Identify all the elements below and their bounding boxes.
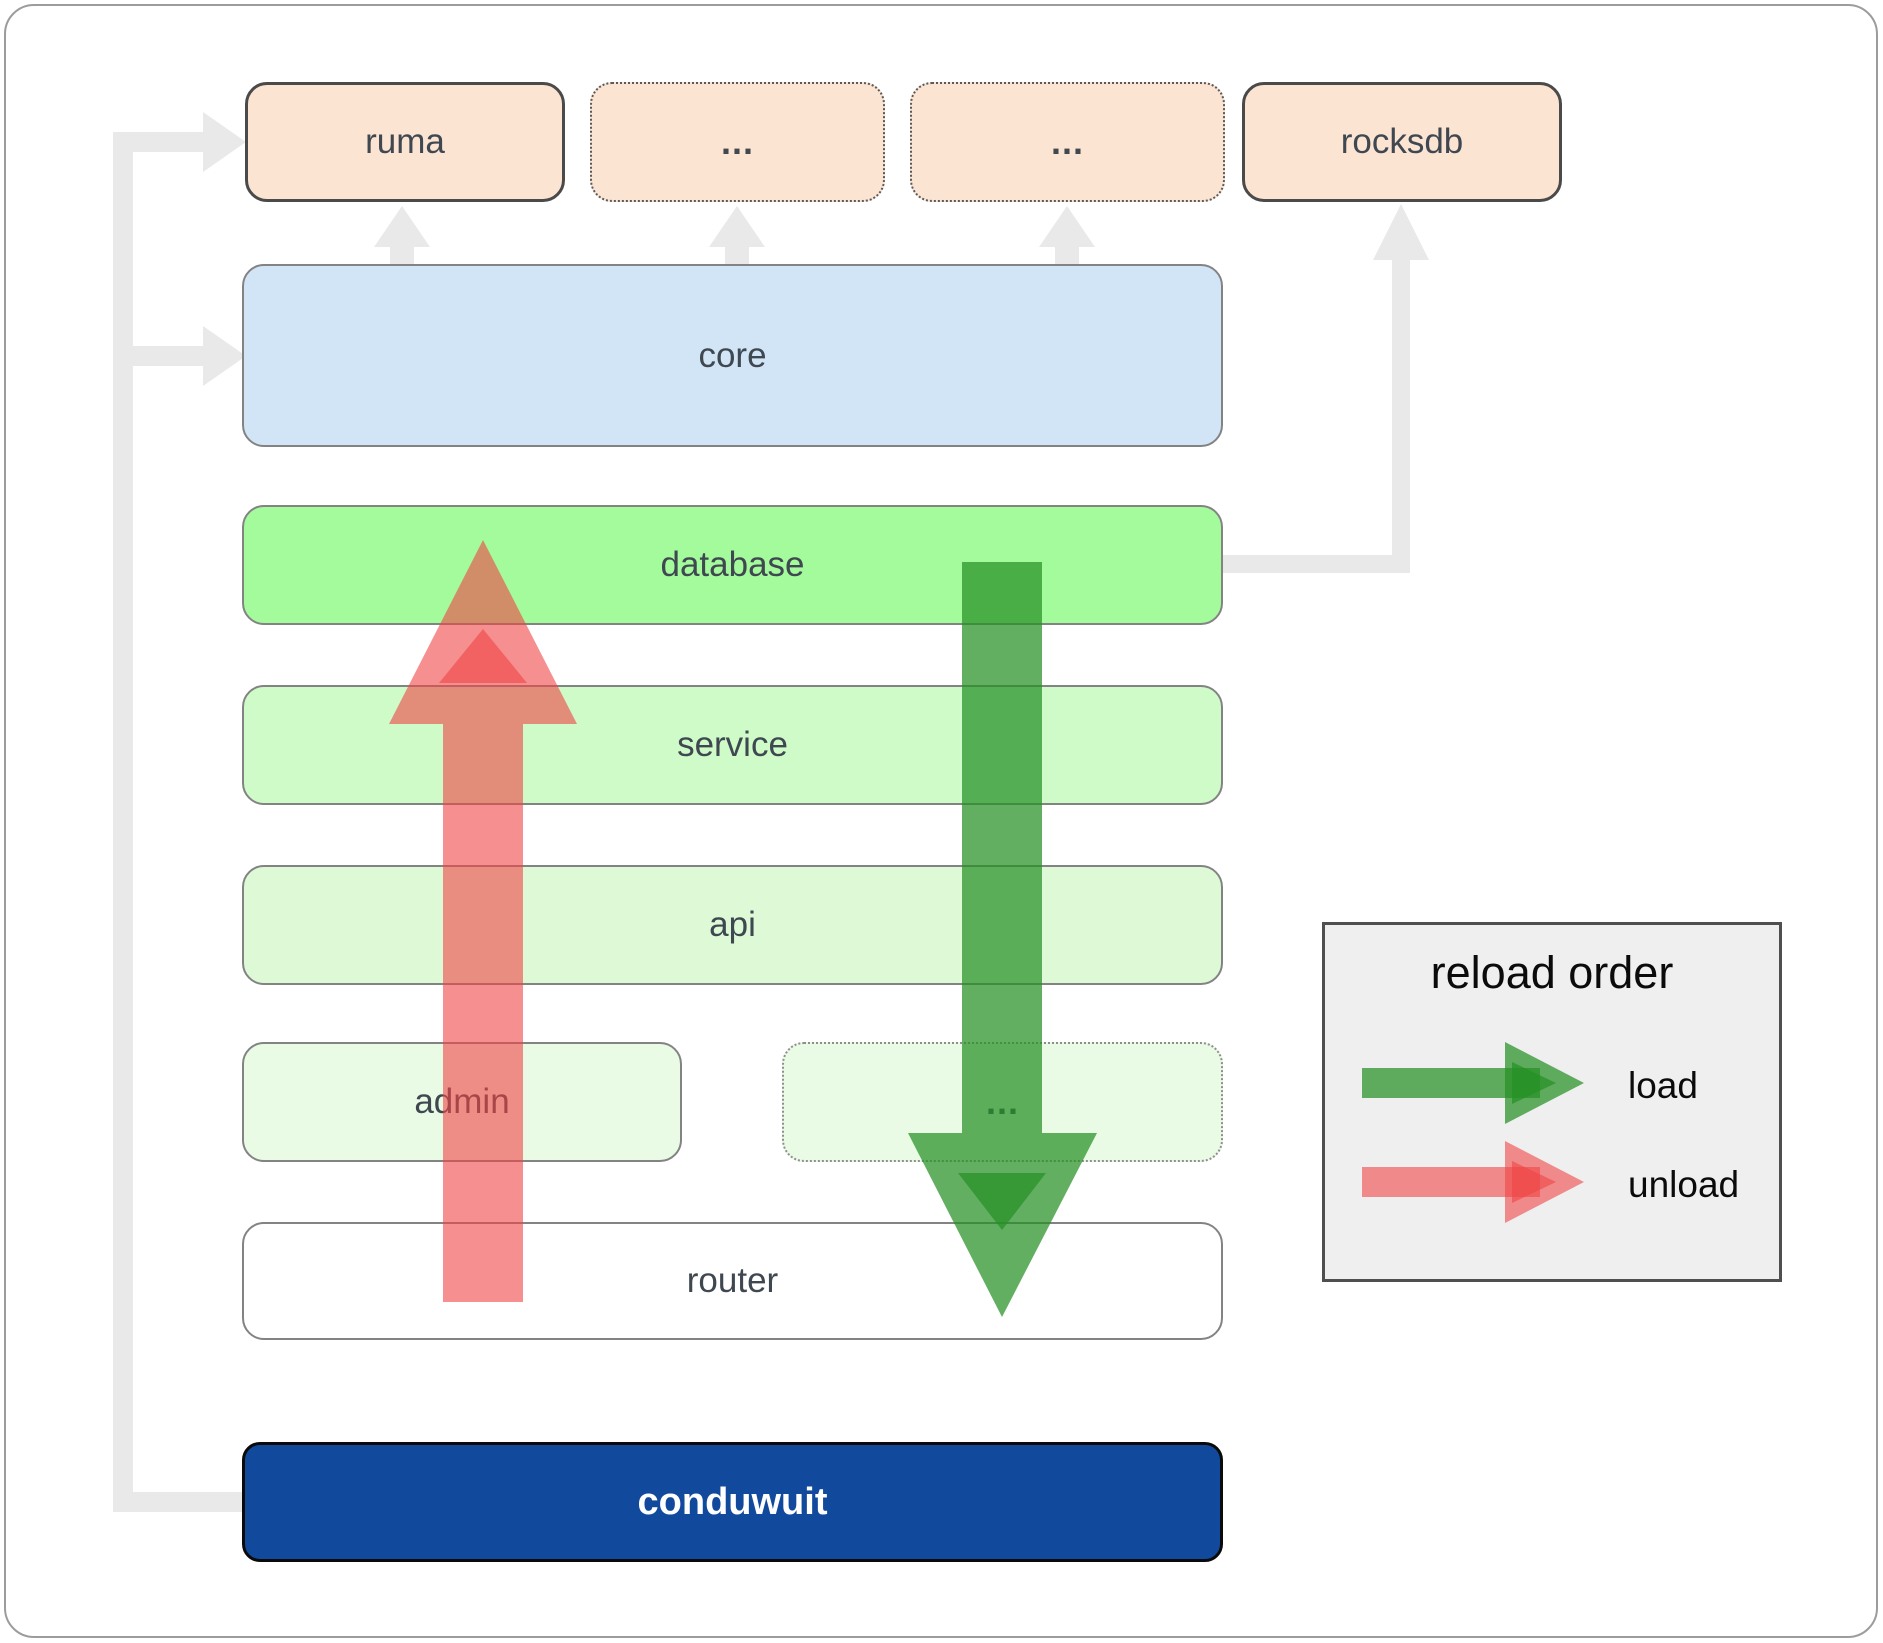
box-conduwuit: conduwuit xyxy=(242,1442,1223,1562)
unload-arrow-body xyxy=(389,540,577,1302)
database-rocksdb-line-v xyxy=(1392,258,1410,573)
box-conduwuit-label: conduwuit xyxy=(637,1480,828,1523)
box-core: core xyxy=(242,264,1223,447)
ruma-branch-line xyxy=(113,132,205,152)
box-database-label: database xyxy=(660,545,805,584)
legend-title: reload order xyxy=(1430,947,1674,998)
box-database: database xyxy=(242,505,1223,625)
load-arrow xyxy=(908,562,1097,1317)
box-rocksdb: rocksdb xyxy=(1242,82,1562,202)
left-spine-line xyxy=(113,132,133,1512)
box-rocksdb-label: rocksdb xyxy=(1340,122,1464,161)
box-api: api xyxy=(242,865,1223,985)
core-arrowhead-icon xyxy=(203,326,246,386)
load-arrow-body xyxy=(908,562,1097,1317)
box-router-label: router xyxy=(686,1261,779,1300)
box-external-dots-2: ... xyxy=(910,82,1225,202)
ruma-arrowhead-icon xyxy=(203,112,246,172)
unload-arrow-inner-head-icon xyxy=(439,629,527,683)
load-arrow-inner-head-icon xyxy=(958,1173,1046,1230)
core-to-ruma-arrowhead-icon xyxy=(374,206,430,247)
rocksdb-arrowhead-icon xyxy=(1373,204,1429,260)
conduwuit-branch-line xyxy=(113,1492,243,1512)
legend-label-load: load xyxy=(1628,1065,1698,1106)
legend-unload-arrow-icon xyxy=(1362,1141,1584,1223)
core-branch-line xyxy=(113,346,205,366)
box-ruma-label: ruma xyxy=(365,122,445,161)
legend-panel: reload order load unload xyxy=(1322,922,1782,1282)
core-to-dots2-arrowhead-icon xyxy=(1039,206,1095,247)
box-core-label: core xyxy=(698,335,767,375)
box-api-label: api xyxy=(709,905,756,944)
box-ruma: ruma xyxy=(245,82,565,202)
box-router: router xyxy=(242,1222,1223,1340)
core-to-dots1-arrowhead-icon xyxy=(709,206,765,247)
legend-load-arrow-inner-head xyxy=(1512,1062,1556,1104)
box-external-dots-1-label: ... xyxy=(720,121,754,162)
legend-label-unload: unload xyxy=(1628,1164,1740,1205)
outer-frame xyxy=(4,4,1878,1638)
box-external-dots-1: ... xyxy=(590,82,885,202)
database-rocksdb-line-h xyxy=(1223,555,1410,573)
box-service: service xyxy=(242,685,1223,805)
box-external-dots-2-label: ... xyxy=(1050,121,1084,162)
legend-unload-arrow-inner-head xyxy=(1512,1161,1556,1203)
box-service-label: service xyxy=(677,725,788,764)
unload-arrow xyxy=(389,540,577,1302)
conduwuit-dependency-lines xyxy=(113,112,1429,1512)
legend-load-arrow-icon xyxy=(1362,1042,1584,1124)
